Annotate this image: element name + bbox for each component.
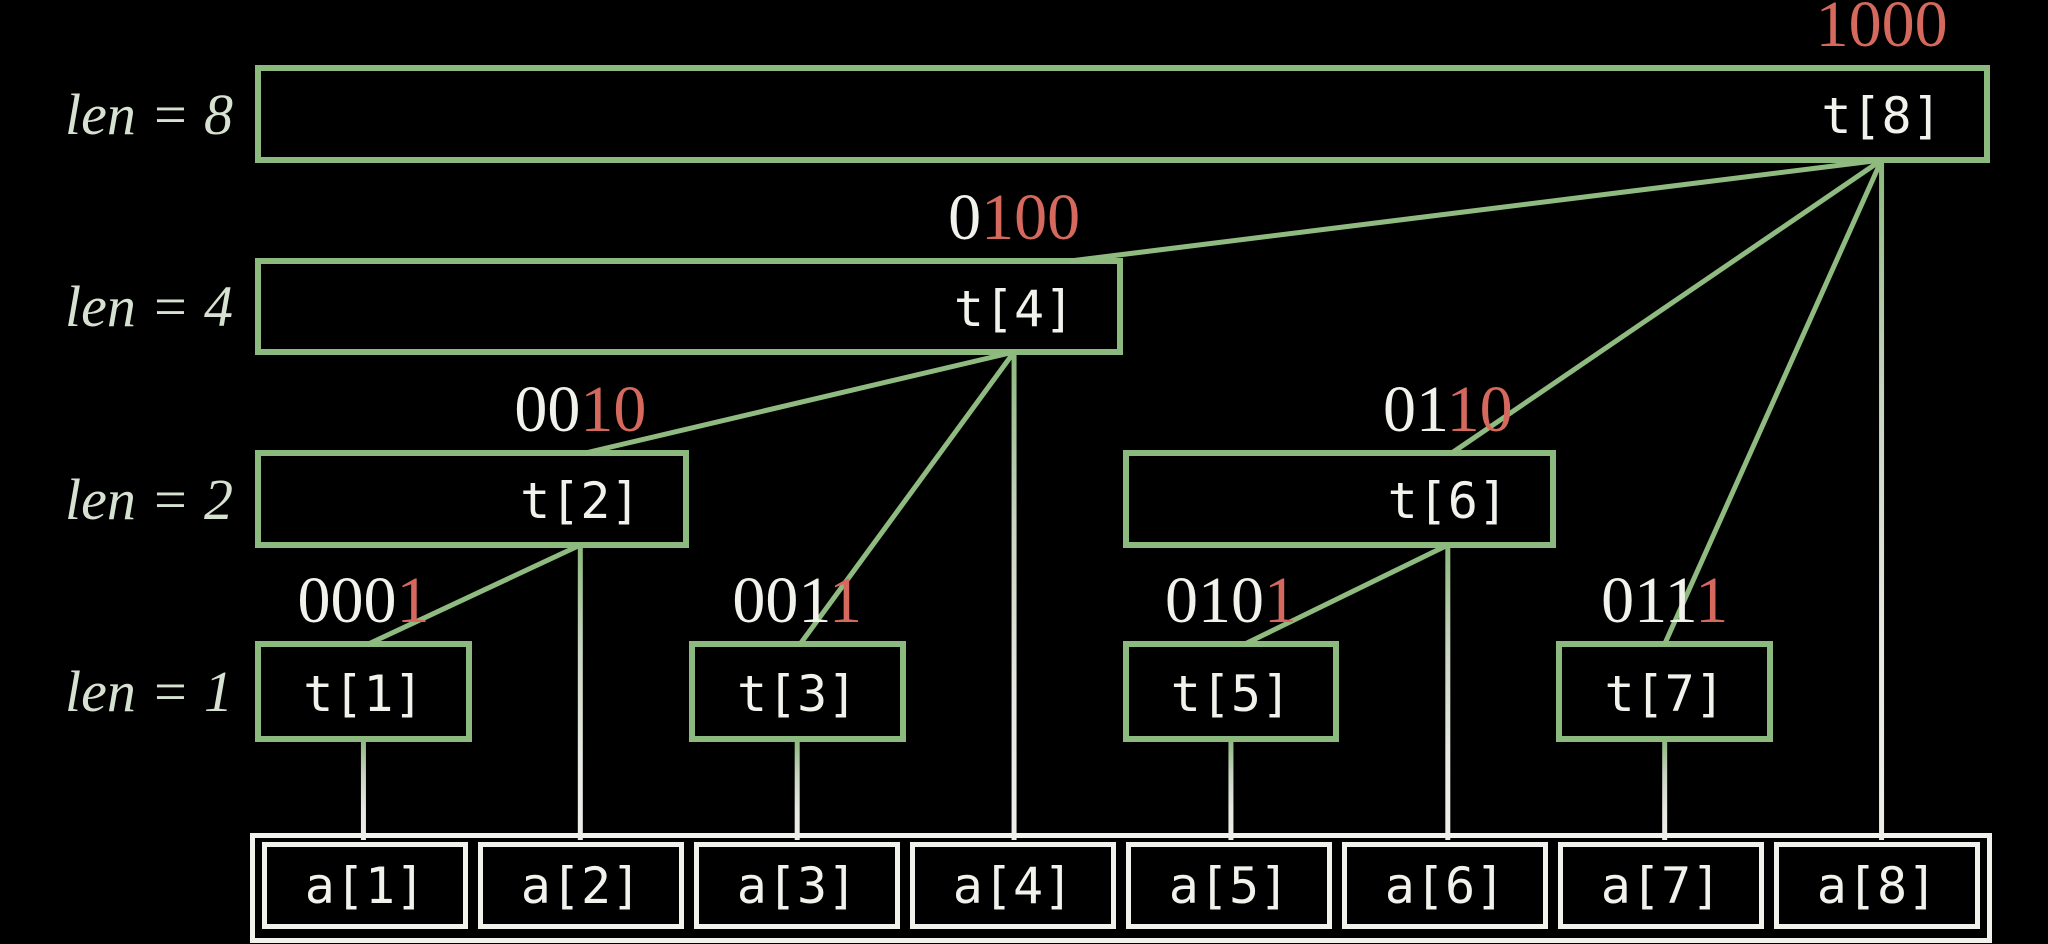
binary-label-t2: 0010 xyxy=(514,377,646,443)
array-cell-a6: a[6] xyxy=(1342,842,1548,929)
binary-white-bits-t5: 010 xyxy=(1164,564,1264,637)
tree-node-label-t6: t[6] xyxy=(1387,472,1509,530)
binary-white-bits-t1: 000 xyxy=(297,564,397,637)
tree-node-t6 xyxy=(1122,450,1557,548)
array-cell-a3: a[3] xyxy=(694,842,900,929)
edge-t2-t1 xyxy=(367,542,582,647)
array-cell-a8: a[8] xyxy=(1774,842,1980,929)
array-row: a[1]a[2]a[3]a[4]a[5]a[6]a[7]a[8] xyxy=(250,833,1992,943)
binary-white-bits-t7: 011 xyxy=(1601,564,1696,637)
len-label-8: len = 8 xyxy=(65,81,233,147)
array-cell-a7: a[7] xyxy=(1558,842,1764,929)
tree-node-label-t3: t[3] xyxy=(736,664,858,723)
binary-label-t3: 0011 xyxy=(732,568,862,634)
binary-label-t7: 0111 xyxy=(1601,568,1728,634)
binary-lowbit-red-t8: 1000 xyxy=(1815,0,1948,61)
binary-white-bits-t6: 01 xyxy=(1383,373,1447,446)
binary-white-bits-t4: 0 xyxy=(948,181,982,254)
tree-node-t4 xyxy=(255,258,1123,355)
binary-lowbit-red-t6: 10 xyxy=(1446,373,1513,446)
binary-lowbit-red-t5: 1 xyxy=(1263,564,1297,637)
tree-node-label-t2: t[2] xyxy=(520,472,641,530)
binary-lowbit-red-t1: 1 xyxy=(396,564,430,637)
binary-lowbit-red-t7: 1 xyxy=(1695,564,1729,637)
edge-t4-t2 xyxy=(584,349,1015,456)
tree-node-label-t1: t[1] xyxy=(303,664,424,723)
array-cell-a2: a[2] xyxy=(478,842,684,929)
array-cell-a4: a[4] xyxy=(910,842,1116,929)
tree-node-label-t8: t[8] xyxy=(1821,87,1942,145)
binary-label-t1: 0001 xyxy=(297,568,429,634)
tree-node-label-t5: t[5] xyxy=(1170,664,1292,723)
edge-t6-t5 xyxy=(1243,542,1449,647)
edge-t4-t3 xyxy=(798,350,1017,646)
len-label-4: len = 4 xyxy=(65,274,233,339)
binary-lowbit-red-t4: 100 xyxy=(981,181,1081,254)
array-cell-a5: a[5] xyxy=(1126,842,1332,929)
tree-node-t2 xyxy=(255,450,689,548)
binary-label-t5: 0101 xyxy=(1165,568,1297,634)
edge-t8-t4 xyxy=(1069,157,1882,264)
edge-t8-t7 xyxy=(1662,158,1884,646)
tree-node-t8 xyxy=(255,65,1990,163)
binary-white-bits-t3: 001 xyxy=(732,564,829,637)
tree-node-t5 xyxy=(1122,641,1340,742)
binary-lowbit-red-t2: 10 xyxy=(580,373,647,446)
binary-white-bits-t2: 00 xyxy=(514,373,581,446)
binary-label-t6: 0110 xyxy=(1383,377,1513,443)
tree-node-label-t7: t[7] xyxy=(1604,664,1725,723)
tree-node-t1 xyxy=(255,641,472,742)
tree-node-label-t4: t[4] xyxy=(953,279,1075,338)
len-label-1: len = 1 xyxy=(65,659,233,724)
len-label-2: len = 2 xyxy=(65,466,233,532)
binary-lowbit-red-t3: 1 xyxy=(828,564,862,637)
binary-label-t8: 1000 xyxy=(1816,0,1948,58)
edge-t8-t6 xyxy=(1450,157,1883,456)
tree-node-t3 xyxy=(688,641,906,742)
binary-label-t4: 0100 xyxy=(948,185,1080,251)
array-cell-a1: a[1] xyxy=(262,842,468,929)
